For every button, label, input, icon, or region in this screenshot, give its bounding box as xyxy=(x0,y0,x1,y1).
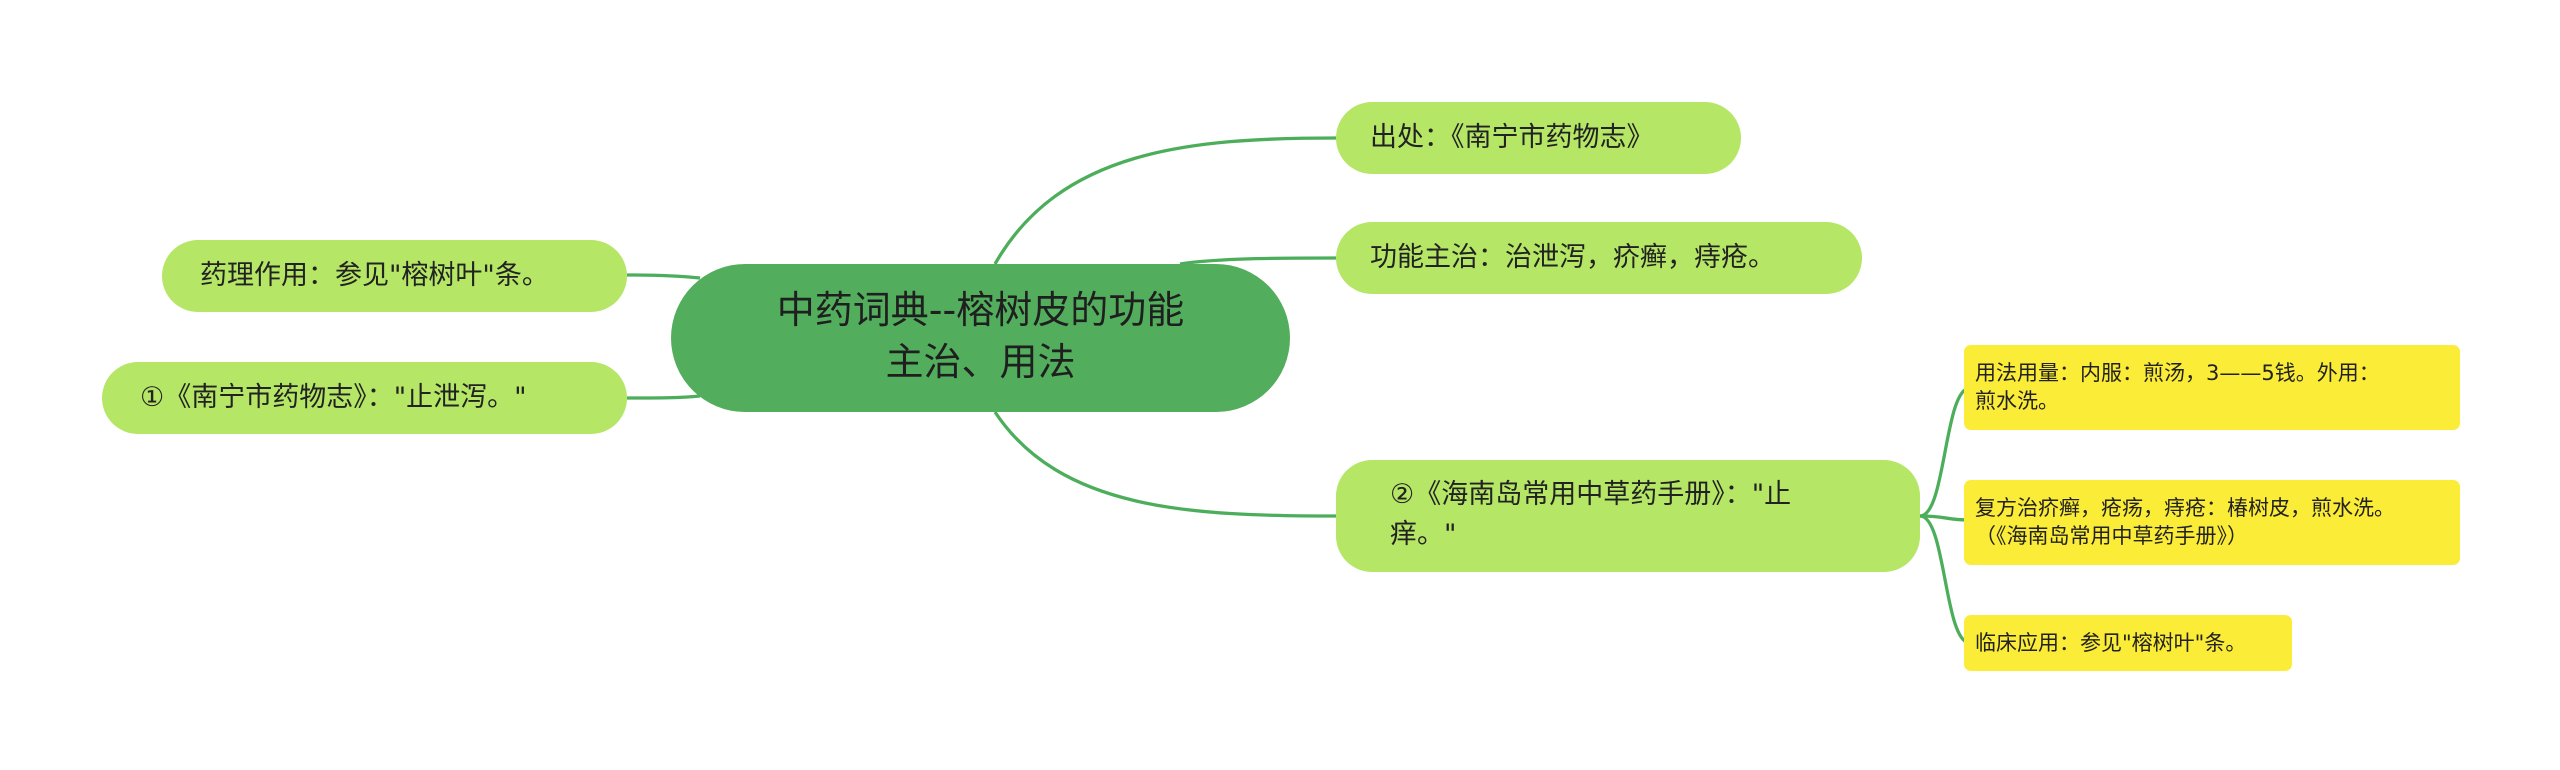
node-dosage-line1: 用法用量：内服：煎汤，3——5钱。外用： xyxy=(1975,361,2380,385)
node-pharmacology[interactable]: 药理作用：参见"榕树叶"条。 xyxy=(162,240,627,312)
node-nanning-label: ①《南宁市药物志》："止泄泻。" xyxy=(140,382,527,413)
node-source-label: 出处：《南宁市药物志》 xyxy=(1370,122,1654,153)
node-nanning-record[interactable]: ①《南宁市药物志》："止泄泻。" xyxy=(102,362,627,434)
node-clinical-use[interactable]: 临床应用：参见"榕树叶"条。 xyxy=(1964,615,2292,671)
connector-root-to-source xyxy=(993,136,1337,265)
node-clinical-label: 临床应用：参见"榕树叶"条。 xyxy=(1975,631,2247,655)
root-node[interactable]: 中药词典--榕树皮的功能 主治、用法 xyxy=(671,264,1290,412)
node-dosage-line2: 煎水洗。 xyxy=(1975,389,2059,413)
node-hainan-label-line2: 痒。" xyxy=(1390,519,1457,550)
connector-hainan-to-clinical xyxy=(1919,514,1971,645)
root-title-line1: 中药词典--榕树皮的功能 xyxy=(776,288,1185,332)
connector-root-to-indications xyxy=(1179,256,1337,266)
connector-root-to-nanning xyxy=(626,394,701,400)
node-indications[interactable]: 功能主治：治泄泻，疥癣，痔疮。 xyxy=(1336,222,1862,294)
root-title-line2: 主治、用法 xyxy=(885,340,1076,384)
node-dosage[interactable]: 用法用量：内服：煎汤，3——5钱。外用： 煎水洗。 xyxy=(1964,345,2460,430)
node-formula-line1: 复方治疥癣，疮疡，痔疮：椿树皮，煎水洗。 xyxy=(1975,496,2395,520)
node-pharmacology-label: 药理作用：参见"榕树叶"条。 xyxy=(200,260,549,291)
node-formula-line2: （《海南岛常用中草药手册》） xyxy=(1975,524,2248,548)
node-source[interactable]: 出处：《南宁市药物志》 xyxy=(1336,102,1741,174)
node-compound-formula[interactable]: 复方治疥癣，疮疡，痔疮：椿树皮，煎水洗。 （《海南岛常用中草药手册》） xyxy=(1964,480,2460,565)
connector-hainan-to-dosage xyxy=(1919,386,1971,518)
node-indications-label: 功能主治：治泄泻，疥癣，痔疮。 xyxy=(1370,242,1775,273)
connector-root-to-pharmacology xyxy=(626,273,701,280)
connector-root-to-hainan xyxy=(993,411,1337,518)
node-hainan-handbook[interactable]: ②《海南岛常用中草药手册》："止 痒。" xyxy=(1336,460,1920,572)
node-hainan-label-line1: ②《海南岛常用中草药手册》："止 xyxy=(1390,479,1792,510)
